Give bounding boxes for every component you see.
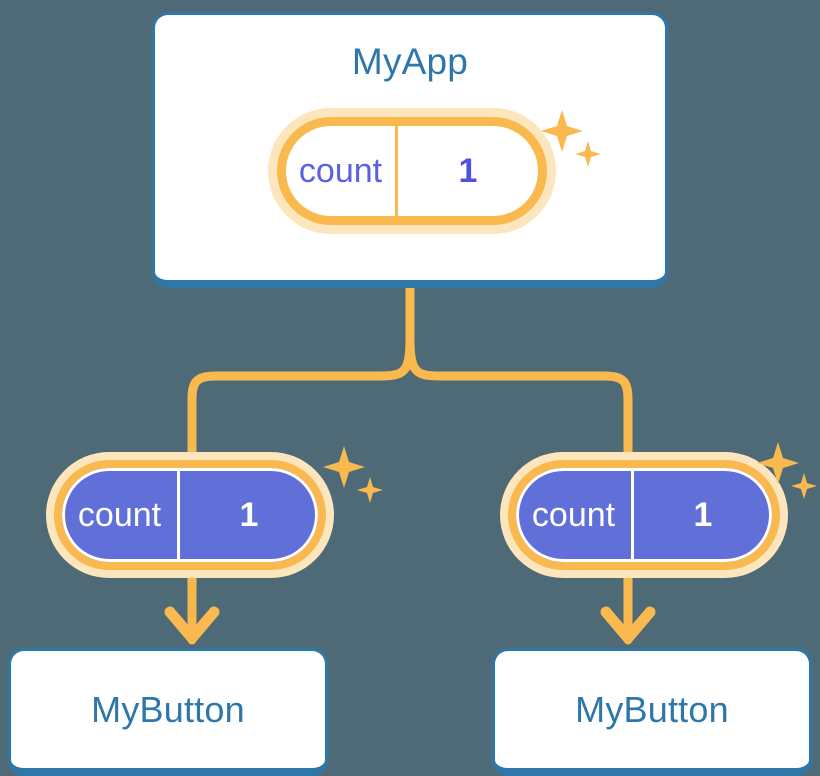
- sparkle-small-icon: [791, 473, 817, 499]
- component-card-mybutton-right[interactable]: MyButton: [492, 648, 812, 776]
- page-title: MyApp: [351, 41, 469, 82]
- state-pill-branch-right[interactable]: count 1: [500, 452, 788, 578]
- state-key-label: count: [286, 126, 398, 216]
- state-key-label: count: [62, 468, 180, 562]
- sparkle-large-icon: [323, 446, 365, 488]
- state-pill-body: count 1: [277, 117, 547, 225]
- state-value-label: 1: [693, 495, 713, 534]
- state-pill-branch-left[interactable]: count 1: [46, 452, 334, 578]
- state-pill-body: count 1: [54, 460, 326, 570]
- component-card-mybutton-left[interactable]: MyButton: [8, 648, 328, 776]
- state-pill-body: count 1: [508, 460, 780, 570]
- state-value-label: 1: [239, 495, 259, 534]
- arrowhead-right-icon: [600, 606, 656, 644]
- connector-branch-left: [187, 335, 415, 457]
- state-pill-myapp[interactable]: count 1: [268, 108, 556, 234]
- connector-branch-right: [405, 335, 633, 457]
- sparkle-small-icon: [357, 477, 383, 503]
- state-value-label: 1: [458, 151, 478, 190]
- component-title: MyButton: [91, 689, 245, 730]
- component-title: MyButton: [575, 689, 729, 730]
- arrowhead-left-icon: [164, 606, 220, 644]
- state-key-label: count: [516, 468, 634, 562]
